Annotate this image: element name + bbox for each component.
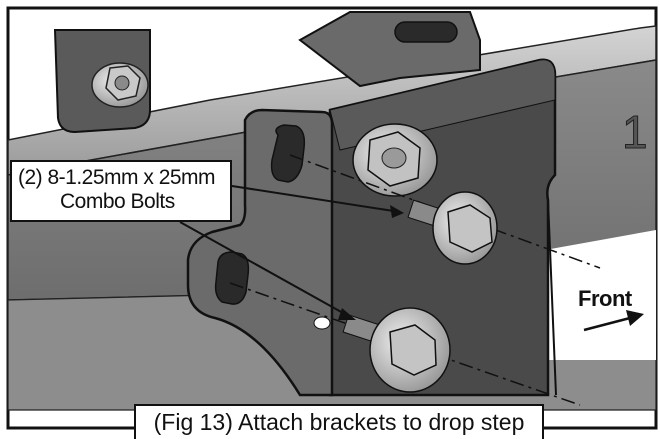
callout-line-2: Combo Bolts bbox=[60, 190, 175, 213]
upper-nut bbox=[352, 123, 438, 197]
embossed-mark: 1 bbox=[622, 106, 648, 158]
hardware-callout: (2) 8-1.25mm x 25mm Combo Bolts bbox=[10, 160, 232, 222]
hole-highlight bbox=[313, 316, 331, 330]
bracket-top-tab bbox=[298, 11, 481, 88]
figure-caption: (Fig 13) Attach brackets to drop step bbox=[134, 404, 544, 439]
side-bracket bbox=[186, 108, 334, 397]
middle-combo-bolt bbox=[289, 154, 601, 269]
lower-combo-bolt bbox=[229, 282, 581, 406]
upper-left-bracket bbox=[53, 29, 151, 134]
callout-line-1: (2) 8-1.25mm x 25mm bbox=[18, 166, 216, 189]
front-arrow bbox=[583, 310, 644, 332]
floor-plane bbox=[545, 230, 656, 360]
callout-leaders bbox=[179, 185, 404, 320]
front-direction-label: Front bbox=[578, 286, 632, 311]
